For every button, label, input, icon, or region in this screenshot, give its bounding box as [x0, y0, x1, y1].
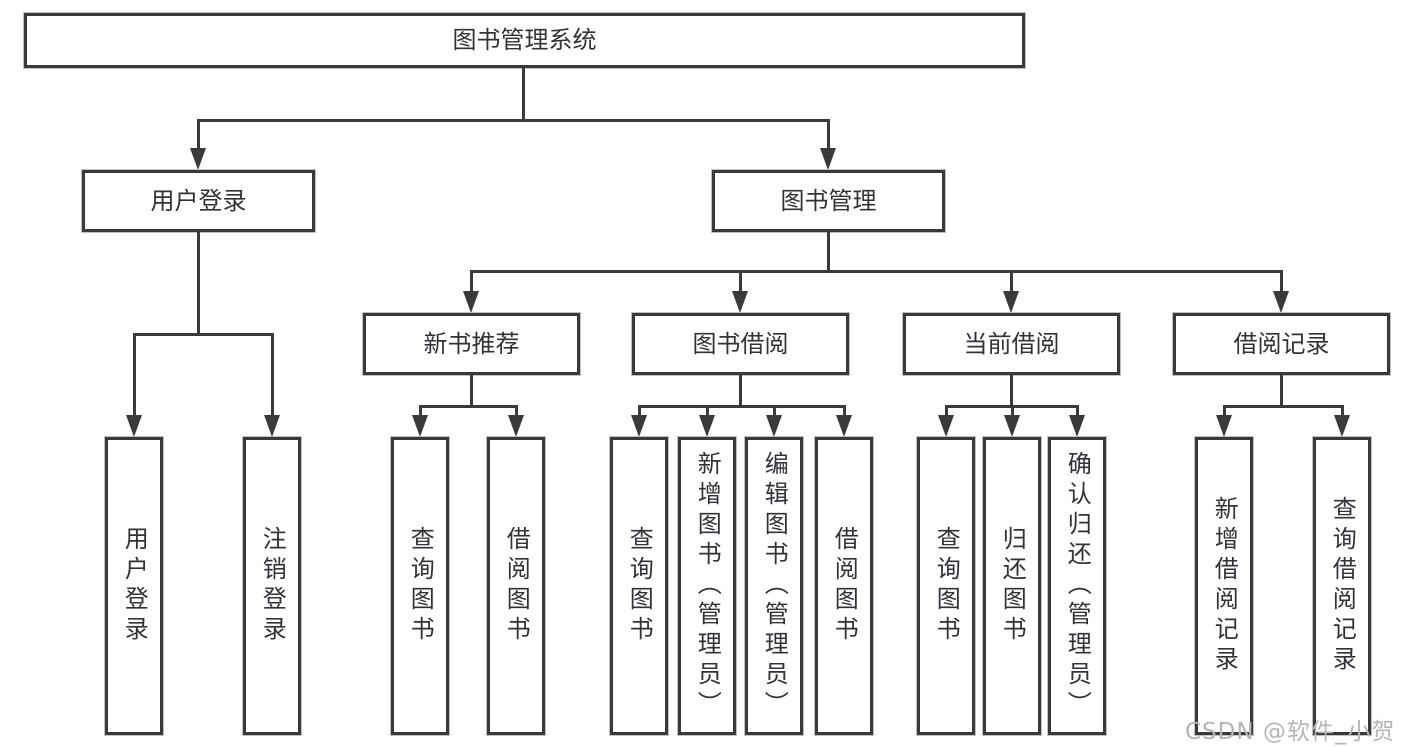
connector-book-borrowing-stem: [739, 375, 742, 408]
connector-to-book-borrowing: [739, 270, 742, 293]
connector-level3-rail: [470, 270, 1283, 273]
node-user-login: 用户登录: [82, 170, 315, 232]
connector-borrowing-records-rail: [1223, 405, 1343, 408]
arrowhead-down: [820, 148, 836, 170]
leaf-add-borrow-record: 新增借阅记录: [1195, 437, 1253, 735]
leaf-confirm-return-admin: 确认归还（管理员）: [1048, 437, 1106, 735]
leaf-query-borrow-record: 查询借阅记录: [1313, 437, 1371, 735]
connector-to-current-borrowing: [1010, 270, 1013, 293]
connector-to-borrowing-records: [1280, 270, 1283, 293]
connector-current-borrowing-stem: [1010, 375, 1013, 408]
arrowhead-down: [938, 415, 954, 437]
connector-book-borrowing-rail: [638, 405, 845, 408]
node-library-management-system: 图书管理系统: [24, 13, 1025, 68]
arrowhead-down: [190, 148, 206, 170]
connector-to-leaf-bor-add: [706, 405, 709, 417]
arrowhead-down: [1069, 415, 1085, 437]
arrowhead-down: [1273, 291, 1289, 313]
leaf-borrow-books-borrowing: 借阅图书: [815, 437, 873, 735]
leaf-query-books-borrowing: 查询图书: [610, 437, 668, 735]
connector-to-leaf-log-add: [1223, 405, 1226, 417]
arrowhead-down: [1216, 415, 1232, 437]
connector-new-book-recommend-rail: [419, 405, 517, 408]
leaf-user-login: 用户登录: [105, 437, 163, 735]
arrowhead-down: [412, 415, 428, 437]
node-current-borrowing: 当前借阅: [903, 313, 1120, 375]
leaf-borrow-books-recommend: 借阅图书: [487, 437, 545, 735]
arrowhead-down: [1334, 415, 1350, 437]
leaf-add-books-admin: 新增图书（管理员）: [678, 437, 736, 735]
connector-user-login-stem: [197, 232, 200, 336]
connector-to-new-book-recommend: [470, 270, 473, 293]
connector-level2-rail: [197, 119, 830, 122]
connector-user-login-rail: [133, 333, 274, 336]
csdn-watermark: CSDN @软件_小贺同学: [1185, 719, 1396, 745]
connector-book-management-stem: [827, 232, 830, 273]
leaf-return-books: 归还图书: [983, 437, 1041, 735]
connector-to-leaf-bor-query: [638, 405, 641, 417]
node-borrowing-records: 借阅记录: [1173, 313, 1390, 375]
leaf-query-books-recommend: 查询图书: [391, 437, 449, 735]
connector-to-leaf-cur-query: [945, 405, 948, 417]
connector-to-leaf-cur-return: [1011, 405, 1014, 417]
connector-new-book-recommend-stem: [470, 375, 473, 408]
arrowhead-down: [126, 415, 142, 437]
leaf-query-books-current: 查询图书: [917, 437, 975, 735]
arrowhead-down: [264, 415, 280, 437]
arrowhead-down: [463, 291, 479, 313]
node-book-borrowing: 图书借阅: [632, 313, 849, 375]
arrowhead-down: [732, 291, 748, 313]
node-book-management: 图书管理: [712, 170, 945, 232]
connector-root-stem: [522, 68, 525, 120]
arrowhead-down: [766, 415, 782, 437]
connector-to-leaf-logout: [271, 333, 274, 417]
connector-to-leaf-bor-edit: [773, 405, 776, 417]
connector-to-leaf-user-login: [133, 333, 136, 417]
arrowhead-down: [1003, 291, 1019, 313]
node-new-book-recommend: 新书推荐: [363, 313, 580, 375]
leaf-logout: 注销登录: [243, 437, 301, 735]
connector-to-leaf-rec-borrow: [515, 405, 518, 417]
arrowhead-down: [699, 415, 715, 437]
connector-to-leaf-log-query: [1341, 405, 1344, 417]
connector-to-book-management: [827, 119, 830, 150]
connector-to-leaf-cur-confirm: [1076, 405, 1079, 417]
connector-to-user-login: [197, 119, 200, 150]
connector-borrowing-records-stem: [1280, 375, 1283, 408]
arrowhead-down: [508, 415, 524, 437]
connector-to-leaf-rec-query: [419, 405, 422, 417]
connector-to-leaf-bor-borrow: [843, 405, 846, 417]
arrowhead-down: [1004, 415, 1020, 437]
arrowhead-down: [631, 415, 647, 437]
leaf-edit-books-admin: 编辑图书（管理员）: [745, 437, 803, 735]
arrowhead-down: [836, 415, 852, 437]
